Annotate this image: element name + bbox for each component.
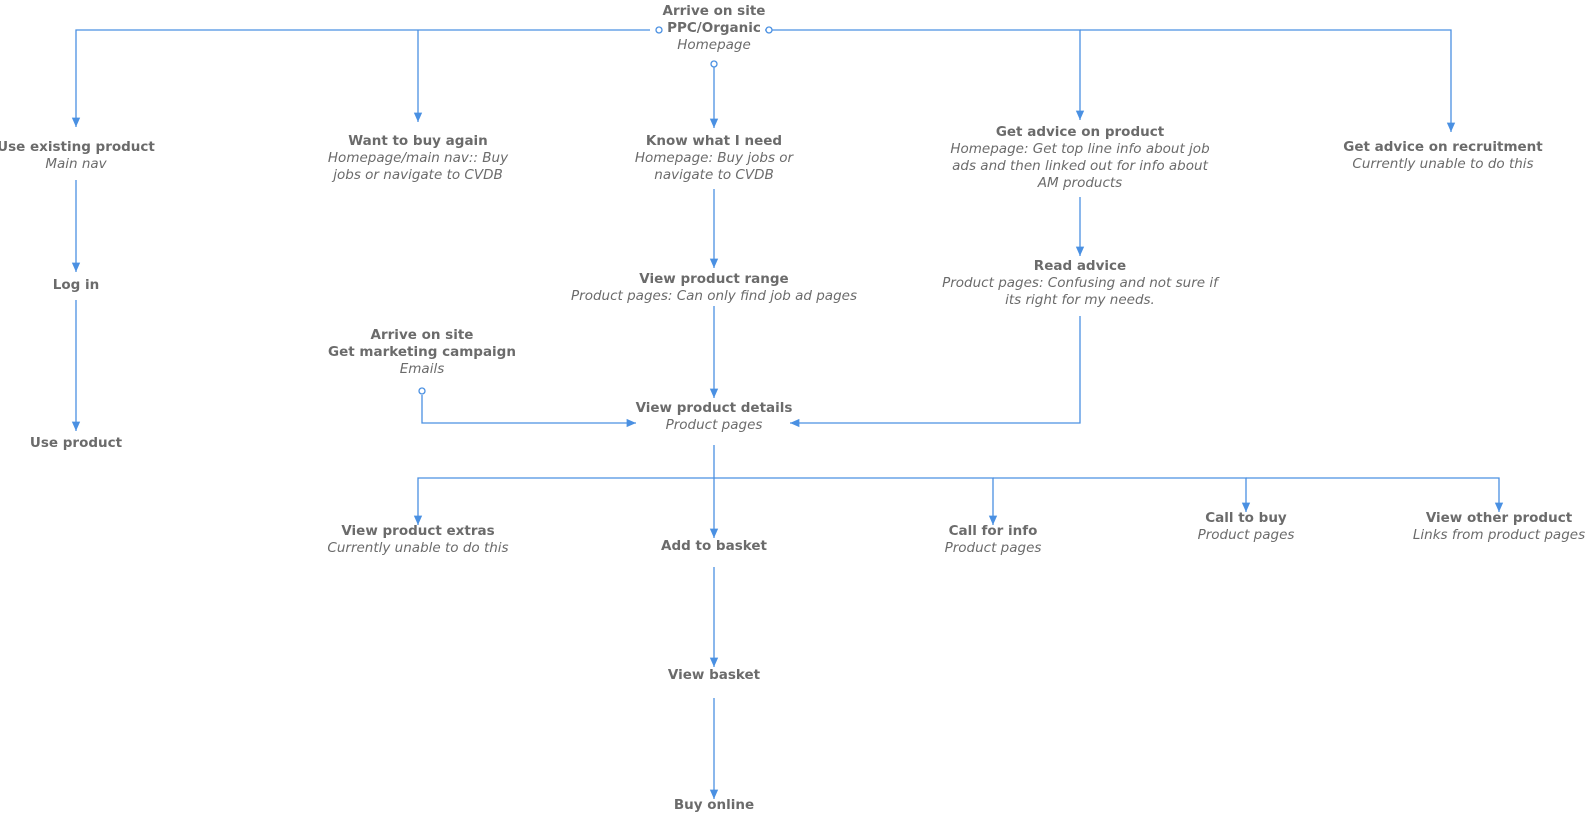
node-use-existing-product: Use existing product Main nav [0,139,155,173]
connector-start-to-advice-product [765,29,1085,120]
node-subtitle: Product pages: Confusing and not sure if… [942,275,1218,308]
node-title: Get advice on recruitment [1343,139,1543,155]
node-title: Add to basket [661,538,767,554]
node-subtitle: Main nav [45,156,107,172]
node-subtitle: Product pages [1197,527,1295,543]
node-call-for-info: Call for info Product pages [945,523,1042,557]
node-use-product: Use product [30,435,122,452]
node-view-product-extras: View product extras Currently unable to … [327,523,508,557]
node-log-in: Log in [53,277,99,294]
node-arrive-on-site-marketing: Arrive on site Get marketing campaign Em… [328,327,516,378]
node-view-product-details: View product details Product pages [636,400,793,434]
node-title: Arrive on site [662,3,766,19]
start-port-bottom [710,60,718,68]
marketing-port-bottom [418,387,426,395]
node-title: View other product [1425,510,1573,526]
connector-marketing-to-details [421,395,636,428]
start-port-left [655,26,663,34]
node-subtitle: Currently unable to do this [327,540,509,556]
connector-read-advice-to-details [790,316,1081,428]
node-call-to-buy: Call to buy Product pages [1198,510,1295,544]
node-buy-online: Buy online [674,797,754,814]
node-title: View product range [639,271,789,287]
connector-details-to-view-other [1246,477,1504,512]
node-title: View product extras [341,523,495,539]
node-subtitle: Currently unable to do this [1352,156,1534,172]
node-get-advice-on-product: Get advice on product Homepage: Get top … [945,124,1215,192]
node-title: Call to buy [1205,510,1287,526]
node-title: Read advice [1033,258,1127,274]
node-subtitle: Product pages [944,540,1042,556]
node-title: Use product [29,435,123,451]
node-title: Call for info [948,523,1038,539]
node-arrive-on-site: Arrive on site PPC/Organic Homepage [663,3,766,54]
node-get-advice-on-recruitment: Get advice on recruitment Currently unab… [1343,139,1543,173]
node-subtitle: Homepage: Get top line info about job ad… [950,141,1210,191]
node-view-other-product: View other product Links from product pa… [1413,510,1585,544]
connector-details-to-call-buy [993,477,1251,512]
node-subtitle: Emails [399,361,445,377]
node-title-secondary: Get marketing campaign [328,344,516,360]
node-subtitle: Homepage [677,37,751,53]
node-subtitle: Links from product pages [1412,527,1586,543]
node-view-product-range: View product range Product pages: Can on… [571,271,857,305]
node-title: Use existing product [0,139,155,155]
node-subtitle: Homepage: Buy jobs or navigate to CVDB [634,150,794,183]
node-subtitle: Homepage/main nav:: Buy jobs or navigate… [327,150,509,183]
node-know-what-i-need: Know what I need Homepage: Buy jobs or n… [629,133,799,184]
node-add-to-basket: Add to basket [661,538,767,555]
node-title-secondary: PPC/Organic [667,20,761,36]
node-title: Know what I need [645,133,783,149]
node-view-basket: View basket [668,667,760,684]
start-port-right [765,26,773,34]
node-title: Log in [52,277,100,293]
node-title: View basket [667,667,761,683]
node-title: Buy online [673,797,755,813]
node-title: View product details [635,400,793,416]
connector-details-to-extras [413,445,715,525]
node-want-to-buy-again: Want to buy again Homepage/main nav:: Bu… [323,133,513,184]
connector-details-to-call-info [714,477,998,525]
node-subtitle: Product pages: Can only find job ad page… [571,288,857,304]
node-read-advice: Read advice Product pages: Confusing and… [940,258,1220,309]
connector-start-to-advice-recruit [1080,29,1456,132]
node-title: Get advice on product [995,124,1165,140]
node-title: Want to buy again [348,133,488,149]
node-title: Arrive on site [370,327,474,343]
connector-start-to-use-existing [71,29,650,127]
node-subtitle: Product pages [665,417,763,433]
